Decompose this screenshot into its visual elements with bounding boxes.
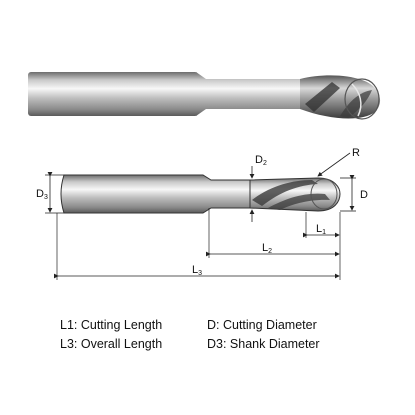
- legend-cutting-diameter: D: Cutting Diameter: [207, 318, 317, 332]
- drawing-shank: [60, 174, 251, 214]
- photo-neck: [196, 72, 300, 116]
- photo-ball-nose: [344, 78, 380, 120]
- label-l1: L1: [316, 223, 326, 236]
- label-l2: L2: [262, 242, 272, 255]
- label-d2: D2: [255, 154, 267, 167]
- legend-cutting-length: L1: Cutting Length: [60, 318, 163, 332]
- label-r: R: [352, 147, 360, 159]
- legend-shank-diameter: D3: Shank Diameter: [207, 337, 320, 351]
- end-mill-photo: [28, 72, 381, 120]
- label-d3: D3: [36, 188, 48, 201]
- photo-shank: [28, 72, 198, 116]
- label-l3: L3: [192, 264, 202, 277]
- label-d: D: [360, 189, 368, 201]
- drawing-flute-1: [252, 180, 318, 206]
- drawing-flute-2: [268, 193, 330, 210]
- photo-flute-1: [305, 82, 340, 112]
- end-mill-drawing: D2 R D3 D L1 L2 L3: [36, 147, 368, 280]
- legend-overall-length: L3: Overall Length: [60, 337, 163, 351]
